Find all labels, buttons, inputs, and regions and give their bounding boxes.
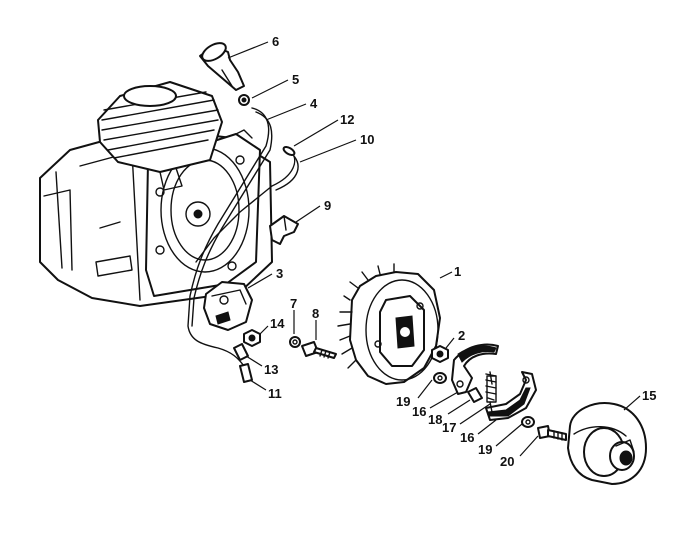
callout-20: 20	[500, 454, 514, 469]
clutch-screw	[537, 425, 567, 441]
callout-9: 9	[324, 198, 331, 213]
tension-spring	[485, 371, 497, 413]
callout-16b: 16	[460, 430, 474, 445]
callout-19a: 19	[396, 394, 410, 409]
engine-housing	[39, 127, 273, 307]
callout-18: 18	[428, 412, 442, 427]
screw-8	[301, 341, 337, 359]
washer-19-lower	[521, 416, 535, 428]
callout-8: 8	[312, 306, 319, 321]
callout-1: 1	[454, 264, 461, 279]
hex-nut	[243, 329, 261, 347]
callout-6: 6	[272, 34, 279, 49]
flywheel-nut	[431, 345, 449, 363]
clutch-shoe-lower	[485, 371, 537, 421]
callout-15: 15	[642, 388, 656, 403]
ignition-module	[203, 281, 253, 331]
callout-12: 12	[340, 112, 354, 127]
callout-13: 13	[264, 362, 278, 377]
contact-spring	[269, 215, 299, 245]
ignition-lead	[187, 107, 273, 367]
leader-lines	[227, 41, 641, 457]
ring-seal	[238, 94, 250, 106]
sleeve	[233, 343, 249, 361]
clutch-drum	[567, 402, 647, 485]
callout-5: 5	[292, 72, 299, 87]
callout-10: 10	[360, 132, 374, 147]
callout-labels: 6 5 4 12 10 9 3 7 8 14 13 11 1 2 19 16 1…	[264, 34, 656, 469]
spark-plug-boot	[199, 42, 245, 91]
callout-4: 4	[310, 96, 318, 111]
pin-18	[467, 387, 483, 403]
callout-3: 3	[276, 266, 283, 281]
callout-14: 14	[270, 316, 285, 331]
cylinder-head	[97, 81, 223, 191]
washer-7	[289, 336, 301, 348]
callout-16a: 16	[412, 404, 426, 419]
callout-17: 17	[442, 420, 456, 435]
wire-terminal	[239, 363, 253, 383]
callout-7: 7	[290, 296, 297, 311]
washer-19-upper	[433, 372, 447, 384]
callout-11: 11	[268, 386, 282, 401]
callout-19b: 19	[478, 442, 492, 457]
clutch-shoe-upper	[451, 343, 499, 395]
callout-2: 2	[458, 328, 465, 343]
flywheel	[337, 263, 441, 385]
short-circuit-wire	[195, 146, 299, 263]
